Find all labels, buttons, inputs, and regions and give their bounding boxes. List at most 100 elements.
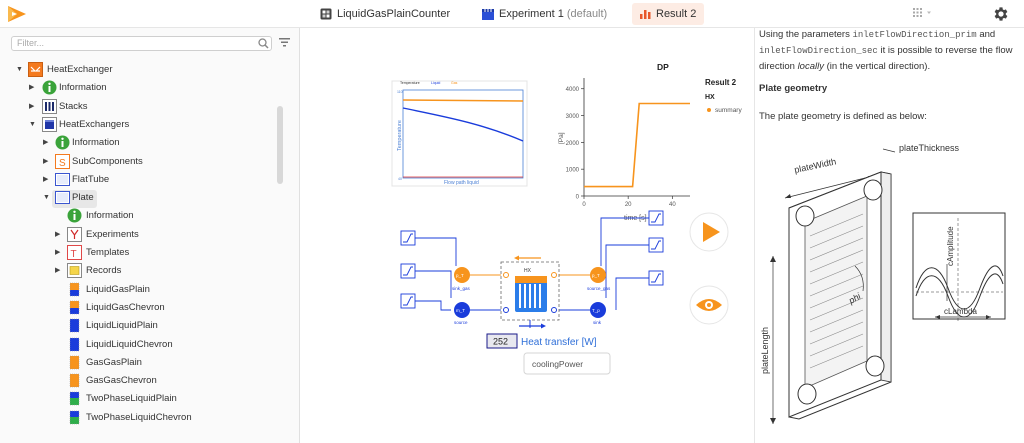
sidebar-item-liquidliquidplain[interactable]: LiquidLiquidPlain <box>0 317 275 335</box>
sidebar-item-twophaseliquidchevron[interactable]: TwoPhaseLiquidChevron <box>0 409 275 427</box>
view-animation-button[interactable] <box>689 285 729 325</box>
plate-geometry-figure: plateThickness plateWidth <box>760 143 1006 424</box>
tab-model-label: LiquidGasPlainCounter <box>337 8 451 20</box>
source-liquid-node-label: m_T <box>456 308 465 313</box>
search-icon[interactable] <box>258 38 269 49</box>
model-icon <box>55 190 70 205</box>
temperature-plot[interactable]: Temperature Liquid Gas 110 40 Temperatur… <box>391 80 528 187</box>
sidebar-item-label: Information <box>72 137 120 149</box>
filter-input[interactable]: Filter... <box>11 36 272 51</box>
source-gas-label: source_gas <box>587 286 611 291</box>
left-ramp-block-1[interactable] <box>400 230 416 246</box>
heat-transfer-label: Heat transfer [W] <box>521 337 597 348</box>
expand-arrow-icon[interactable]: ▼ <box>43 194 50 202</box>
collapse-arrow-icon[interactable]: ▶ <box>55 230 61 238</box>
apps-grid-icon[interactable] <box>913 8 933 18</box>
gear-icon[interactable] <box>992 5 1010 23</box>
experiments-icon <box>67 226 82 242</box>
fig-plate-length: plateLength <box>760 327 770 374</box>
sidebar-item-experiments[interactable]: ▶Experiments <box>0 226 275 244</box>
sidebar-item-heatexchanger[interactable]: ▼ HeatExchanger <box>0 61 275 79</box>
sidebar-item-label: HeatExchanger <box>47 64 113 75</box>
model-tab-icon <box>320 8 332 20</box>
sidebar-item-twophaseliquidplain[interactable]: TwoPhaseLiquidPlain <box>0 390 275 408</box>
fig-c-lambda: cLambda <box>944 307 977 316</box>
tab-model[interactable]: LiquidGasPlainCounter <box>312 3 458 25</box>
gg-model-icon <box>67 373 82 388</box>
cooling-power-label: coolingPower <box>532 359 583 369</box>
dp-y-tick-label: 0 <box>576 195 580 201</box>
doc-text: (in the vertical direction). <box>823 61 931 72</box>
sink-gas-node[interactable]: p_T sink_gas <box>452 267 471 291</box>
dp-legend-marker <box>707 108 711 112</box>
run-simulation-button[interactable] <box>689 212 729 252</box>
collapse-arrow-icon[interactable]: ▶ <box>55 267 61 275</box>
right-ramp-block-1[interactable] <box>648 210 664 226</box>
source-liquid-label: source <box>454 320 468 325</box>
diagram-svg: Temperature Liquid Gas 110 40 Temperatur… <box>391 62 742 375</box>
svg-text:S: S <box>59 158 66 169</box>
model-icon <box>55 172 70 187</box>
collapse-arrow-icon[interactable]: ▶ <box>43 175 49 183</box>
package-icon <box>42 116 57 132</box>
sidebar-item-gasgaschevron[interactable]: GasGasChevron <box>0 372 275 390</box>
expand-arrow-icon[interactable]: ▼ <box>16 66 23 73</box>
sidebar-item-subcomponents[interactable]: ▶ S SubComponents <box>0 153 275 171</box>
records-icon <box>67 263 82 279</box>
dp-legend-title: Result 2 <box>705 78 737 87</box>
expand-arrow-icon[interactable]: ▼ <box>29 120 36 128</box>
liquid-temperature-line <box>402 107 524 142</box>
dp-legend-series: summary <box>715 107 742 114</box>
sidebar-item-liquidgaschevron[interactable]: LiquidGasChevron <box>0 299 275 317</box>
temp-ybot: 40 <box>398 177 402 181</box>
sidebar-scrollbar[interactable] <box>277 106 283 184</box>
right-ramp-block-3[interactable] <box>648 270 664 286</box>
info-icon <box>42 80 57 95</box>
sidebar-item-information[interactable]: ▶ Information <box>0 134 275 152</box>
left-ramp-block-3[interactable] <box>400 293 416 309</box>
heat-transfer-value: 252 <box>493 337 508 347</box>
heat-exchanger-block[interactable]: HX <box>500 255 560 329</box>
plate-geometry-text: The plate geometry is defined as below: <box>759 111 927 122</box>
filter-options-icon[interactable] <box>279 38 290 47</box>
left-ramp-block-2[interactable] <box>400 263 416 279</box>
fig-plate-width: plateWidth <box>793 156 837 175</box>
sidebar-item-information[interactable]: Information <box>0 207 275 225</box>
source-liquid-node[interactable]: m_T source <box>454 302 470 325</box>
temp-plot-frame <box>402 89 524 179</box>
collapse-arrow-icon[interactable]: ▶ <box>43 139 49 147</box>
right-ramp-block-2[interactable] <box>648 237 664 253</box>
sidebar-item-records[interactable]: ▶Records <box>0 262 275 280</box>
collapse-arrow-icon[interactable]: ▶ <box>55 249 61 256</box>
sidebar-item-liquidgasplain[interactable]: LiquidGasPlain <box>0 281 275 299</box>
source-gas-node[interactable]: p_T source_gas <box>587 267 611 291</box>
sidebar-item-gasgasplain[interactable]: GasGasPlain <box>0 354 275 372</box>
sidebar-item-label: SubComponents <box>72 155 143 167</box>
sidebar-item-stacks[interactable]: ▶Stacks <box>0 98 275 116</box>
cooling-power-tooltip: coolingPower <box>523 352 611 375</box>
sidebar-item-information[interactable]: ▶Information <box>0 79 275 97</box>
collapse-arrow-icon[interactable]: ▶ <box>29 84 35 92</box>
temp-legend-temperature: Temperature <box>400 81 420 85</box>
lg-model-icon <box>67 282 82 297</box>
collapse-arrow-icon[interactable]: ▶ <box>43 157 49 165</box>
tab-result[interactable]: Result 2 <box>632 3 705 25</box>
fig-plate-thickness: plateThickness <box>899 143 960 153</box>
sink-liquid-node[interactable]: T_p sink <box>590 302 606 325</box>
heat-transfer-display[interactable]: 252 Heat transfer [W] <box>486 333 597 349</box>
tab-experiment[interactable]: Experiment 1 (default) <box>474 3 615 25</box>
sidebar-item-label: TwoPhaseLiquidPlain <box>86 393 177 405</box>
stacks-icon <box>42 98 57 114</box>
app-logo-icon[interactable] <box>6 4 28 24</box>
sidebar-item-liquidliquidchevron[interactable]: LiquidLiquidChevron <box>0 336 275 354</box>
collapse-arrow-icon[interactable]: ▶ <box>29 102 35 110</box>
sidebar-item-label: LiquidLiquidChevron <box>86 338 173 350</box>
sidebar-item-heatexchangers[interactable]: ▼HeatExchangers <box>0 116 275 134</box>
sidebar-item-flattube[interactable]: ▶FlatTube <box>0 171 275 189</box>
sink-gas-label: sink_gas <box>452 286 471 291</box>
sidebar-item-plate[interactable]: ▼Plate <box>0 189 275 207</box>
lg-model-icon <box>67 300 82 315</box>
experiment-tab-icon <box>482 8 494 20</box>
